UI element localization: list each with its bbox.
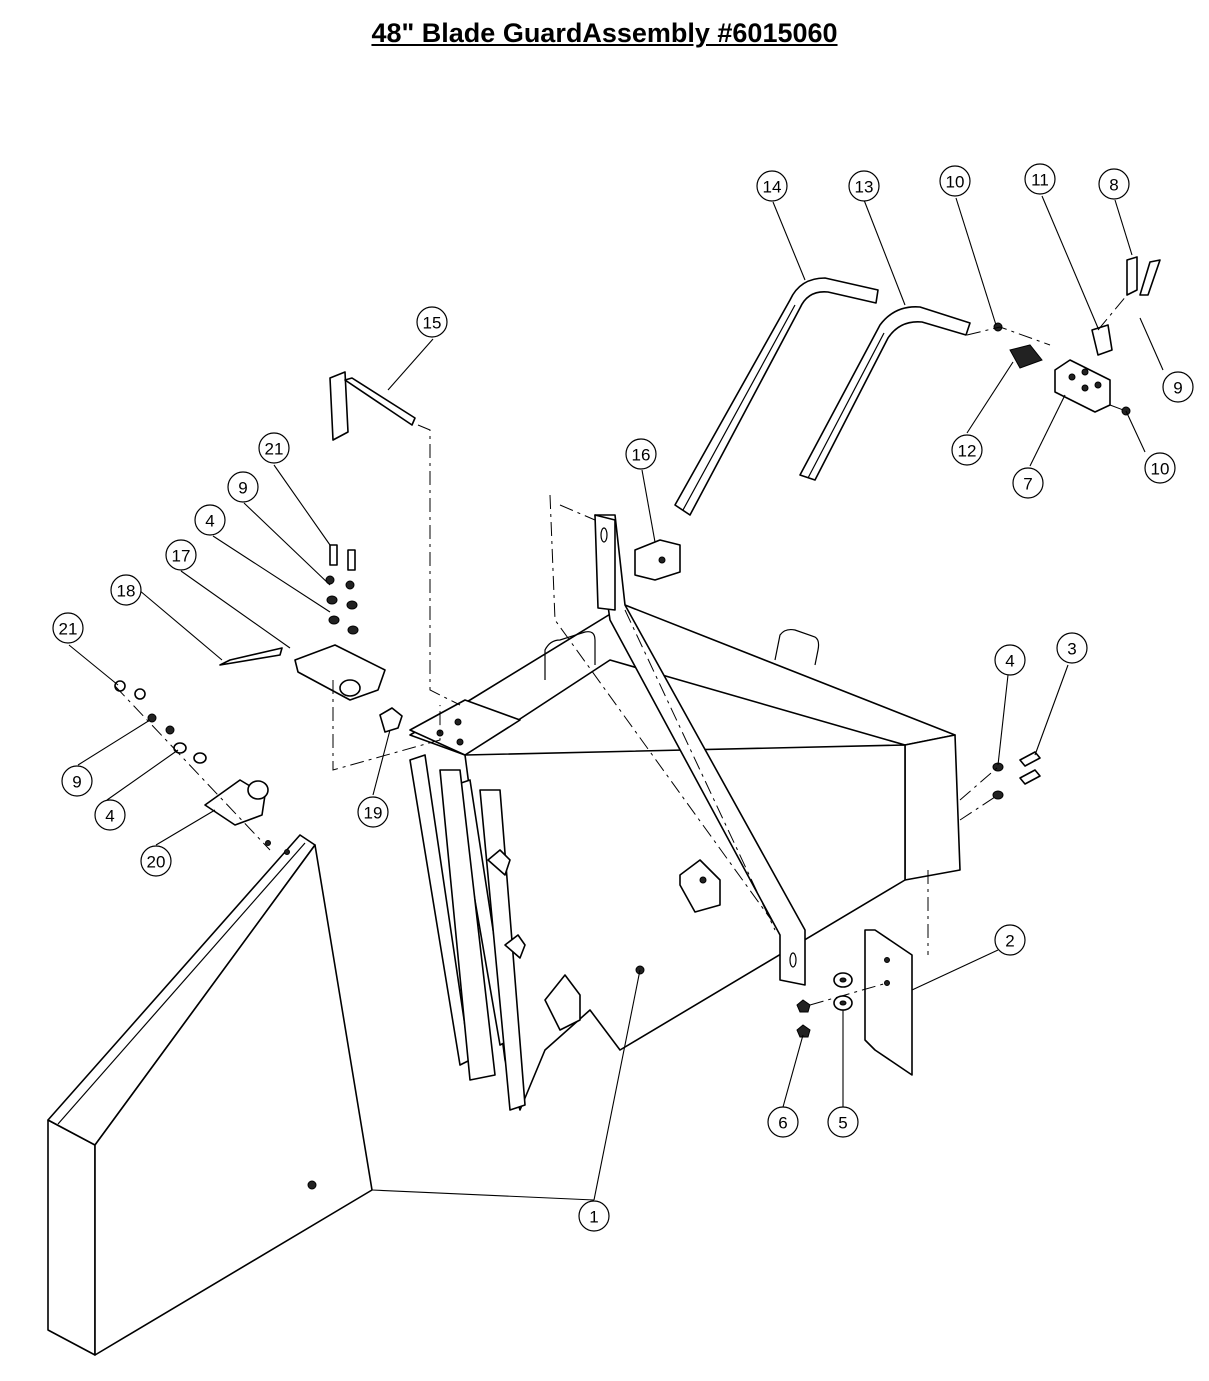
callout-circle (951, 434, 983, 466)
callout-7: 7 (1012, 467, 1044, 499)
callout-number: 9 (72, 773, 81, 792)
callout-6: 6 (767, 1106, 799, 1138)
callout-circle (848, 170, 880, 202)
callout-17: 17 (165, 539, 197, 571)
callout-10: 10 (939, 165, 971, 197)
callout-circle (1056, 632, 1088, 664)
callout-circle (357, 796, 389, 828)
callout-11: 11 (1024, 163, 1056, 195)
callout-circle (227, 471, 259, 503)
callout-20: 20 (140, 845, 172, 877)
callout-2: 2 (994, 924, 1026, 956)
callout-number: 18 (117, 582, 136, 601)
hinge-hardware (114, 544, 403, 855)
callout-9: 9 (227, 471, 259, 503)
callout-number: 9 (1173, 379, 1182, 398)
callout-circle (258, 432, 290, 464)
side-panel-outer (47, 834, 373, 1356)
callout-21: 21 (258, 432, 290, 464)
callout-21: 21 (52, 612, 84, 644)
callout-circle (1144, 452, 1176, 484)
callout-9: 9 (1162, 371, 1194, 403)
callout-number: 7 (1023, 475, 1032, 494)
callout-number: 12 (958, 442, 977, 461)
callout-circle (94, 799, 126, 831)
callout-12: 12 (951, 434, 983, 466)
callout-number: 16 (632, 446, 651, 465)
callout-8: 8 (1098, 168, 1130, 200)
callout-number: 17 (172, 547, 191, 566)
callout-group: 1234445678999101011121314151617181920212… (52, 163, 1194, 1232)
callout-circle (625, 438, 657, 470)
callout-13: 13 (848, 170, 880, 202)
callout-circle (994, 924, 1026, 956)
alignment-lines (114, 294, 1128, 1006)
callout-circle (1162, 371, 1194, 403)
callout-number: 11 (1031, 171, 1049, 190)
callout-5: 5 (827, 1106, 859, 1138)
callout-circle (165, 539, 197, 571)
callout-14: 14 (756, 170, 788, 202)
wear-plate (864, 929, 913, 1076)
callout-number: 20 (147, 853, 166, 872)
callout-circle (767, 1106, 799, 1138)
callout-number: 15 (423, 314, 442, 333)
callout-circle (578, 1200, 610, 1232)
callout-number: 2 (1005, 932, 1014, 951)
callout-number: 21 (59, 620, 78, 639)
callout-number: 8 (1109, 176, 1118, 195)
callout-15: 15 (416, 306, 448, 338)
rail-tubes (674, 277, 971, 516)
callout-1: 1 (578, 1200, 610, 1232)
callout-number: 13 (855, 178, 874, 197)
callout-number: 21 (265, 440, 284, 459)
callout-circle (1098, 168, 1130, 200)
callout-circle (1024, 163, 1056, 195)
callout-4: 4 (94, 799, 126, 831)
callout-circle (61, 765, 93, 797)
callout-number: 14 (763, 178, 782, 197)
retainer-clip (634, 539, 681, 581)
callout-circle (939, 165, 971, 197)
callout-circle (994, 644, 1026, 676)
callout-4: 4 (194, 504, 226, 536)
pin-with-plate (329, 371, 416, 441)
callout-19: 19 (357, 796, 389, 828)
callout-3: 3 (1056, 632, 1088, 664)
callout-circle (416, 306, 448, 338)
callout-circle (52, 612, 84, 644)
clamp-block-hardware (993, 256, 1161, 416)
callout-circle (110, 574, 142, 606)
callout-number: 4 (1005, 652, 1014, 671)
callout-number: 4 (105, 807, 114, 826)
callout-circle (194, 504, 226, 536)
callout-number: 3 (1067, 640, 1076, 659)
diagram-title: 48" Blade GuardAssembly #6015060 (371, 18, 838, 48)
leader-lines (68, 195, 1164, 1201)
callout-number: 5 (838, 1114, 847, 1133)
callout-number: 19 (364, 804, 383, 823)
callout-number: 9 (238, 479, 247, 498)
callout-number: 6 (778, 1114, 787, 1133)
callout-4: 4 (994, 644, 1026, 676)
callout-number: 10 (946, 173, 965, 192)
callout-number: 10 (1151, 460, 1170, 479)
callout-9: 9 (61, 765, 93, 797)
callout-16: 16 (625, 438, 657, 470)
front-bolts (992, 751, 1041, 800)
callout-circle (827, 1106, 859, 1138)
callout-number: 1 (589, 1208, 598, 1227)
callout-circle (140, 845, 172, 877)
callout-10: 10 (1144, 452, 1176, 484)
callout-number: 4 (205, 512, 214, 531)
callout-18: 18 (110, 574, 142, 606)
blade-guard-body (409, 514, 961, 1111)
washers-and-nuts (796, 972, 853, 1038)
callout-circle (756, 170, 788, 202)
callout-circle (1012, 467, 1044, 499)
